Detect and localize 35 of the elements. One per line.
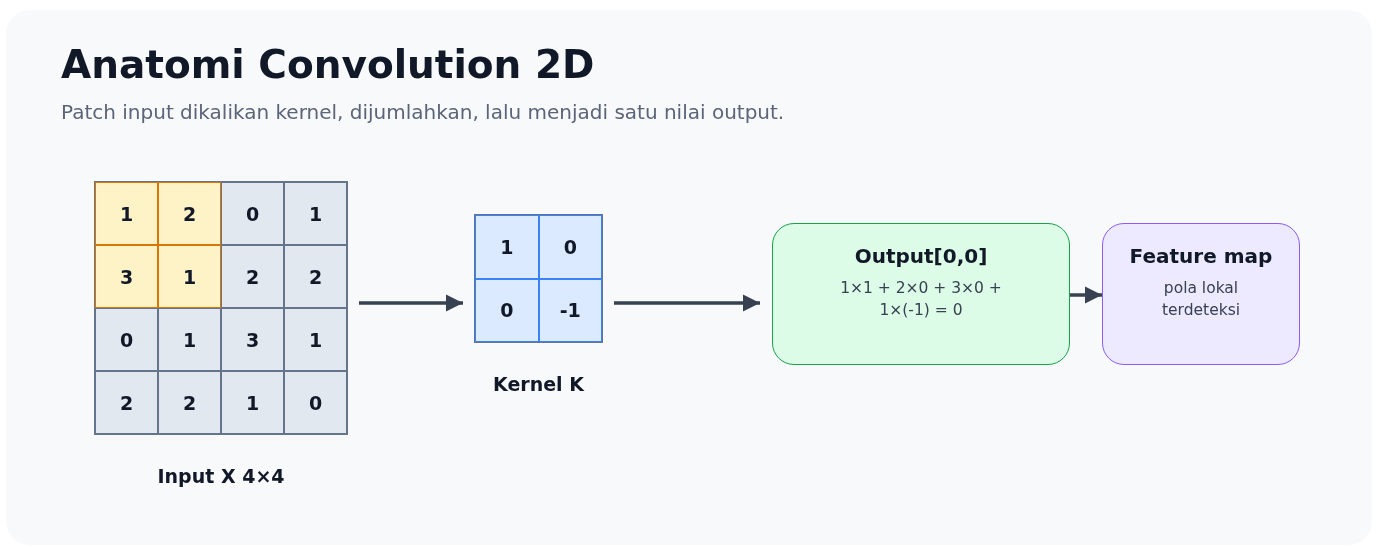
subtitle: Patch input dikalikan kernel, dijumlahkan, lalu menjadi satu nilai output. <box>61 100 785 124</box>
feature-map-box <box>1102 223 1300 365</box>
title: Anatomi Convolution 2D <box>61 42 595 87</box>
matrix-cell: 1 <box>95 182 158 245</box>
matrix-grid <box>475 215 602 342</box>
matrix-cell: 1 <box>158 245 221 308</box>
matrix-cell: 3 <box>221 308 284 371</box>
matrix-cell: 1 <box>158 308 221 371</box>
matrix-cell: 3 <box>95 245 158 308</box>
matrix-cell: 2 <box>158 371 221 434</box>
matrix-cell: 0 <box>95 308 158 371</box>
matrix-cell: 0 <box>538 215 602 279</box>
matrix-cell: -1 <box>538 278 602 342</box>
matrix-cell: 2 <box>158 182 221 245</box>
box-description: pola lokal terdeteksi <box>1160 278 1242 321</box>
matrix-cell: 1 <box>221 371 284 434</box>
matrix-label: Input X 4×4 <box>157 465 285 487</box>
matrix-label: Kernel K <box>493 373 584 395</box>
matrix-cell: 0 <box>221 182 284 245</box>
arrow <box>359 294 463 312</box>
matrix-cell: 1 <box>475 215 539 279</box>
box-heading: Feature map <box>1129 244 1273 268</box>
arrow <box>614 294 760 312</box>
matrix-cell: 2 <box>221 245 284 308</box>
matrix-cell: 0 <box>284 371 347 434</box>
matrix-cell: 1 <box>284 308 347 371</box>
matrix-cell: 1 <box>284 182 347 245</box>
arrow <box>1070 286 1102 304</box>
matrix-cell: 0 <box>475 278 539 342</box>
matrix-cell: 2 <box>284 245 347 308</box>
matrix-cell: 2 <box>95 371 158 434</box>
output-box <box>772 223 1070 365</box>
box-heading: Output[0,0] <box>854 244 988 268</box>
box-description: 1×1 + 2×0 + 3×0 + 1×(-1) = 0 <box>839 278 1003 321</box>
matrix-grid <box>95 182 347 434</box>
